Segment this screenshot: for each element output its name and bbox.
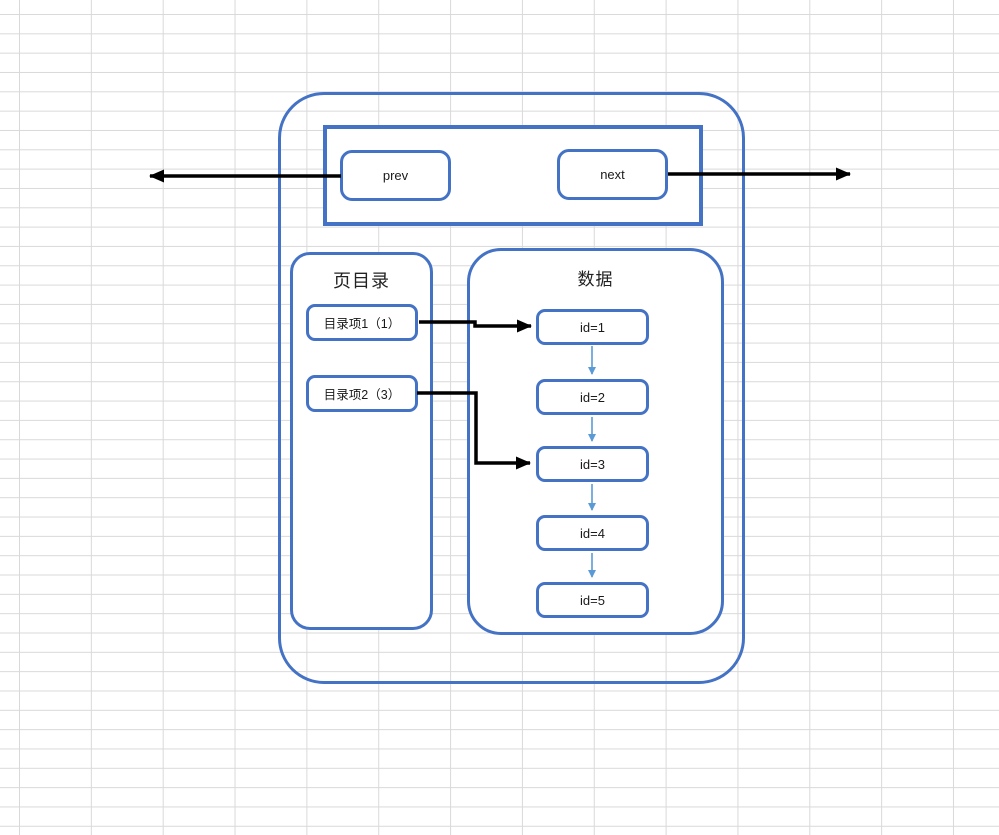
data-area-title: 数据 <box>577 270 614 289</box>
directory-item-2-label: 目录项2（3） <box>323 388 401 402</box>
next-pointer-label: next <box>600 167 625 182</box>
record-label-id4: id=4 <box>580 525 605 541</box>
page-directory-box[interactable]: 页目录 目录项1（1） 目录项2（3） <box>290 252 433 630</box>
record-box-id1[interactable]: id=1 <box>536 309 649 345</box>
page-node[interactable]: prev next 页目录 目录项1（1） 目录项2（3） 数据 id=1 id… <box>278 92 745 684</box>
prev-pointer-label: prev <box>382 168 409 183</box>
record-label-id1: id=1 <box>580 319 605 335</box>
directory-item-1-box[interactable]: 目录项1（1） <box>306 304 418 341</box>
directory-item-2-box[interactable]: 目录项2（3） <box>306 375 418 412</box>
record-label-id3: id=3 <box>580 456 605 472</box>
record-box-id4[interactable]: id=4 <box>536 515 649 551</box>
record-box-id3[interactable]: id=3 <box>536 446 649 482</box>
page-header-rect[interactable]: prev next <box>323 125 703 226</box>
record-label-id5: id=5 <box>580 592 605 608</box>
record-box-id5[interactable]: id=5 <box>536 582 649 618</box>
record-label-id2: id=2 <box>580 389 605 405</box>
data-area-box[interactable]: 数据 id=1 id=2 id=3 id=4 id=5 <box>467 248 724 635</box>
next-pointer-box[interactable]: next <box>557 149 668 200</box>
prev-pointer-box[interactable]: prev <box>340 150 451 201</box>
record-box-id2[interactable]: id=2 <box>536 379 649 415</box>
directory-item-1-label: 目录项1（1） <box>323 317 401 331</box>
page-directory-title: 页目录 <box>333 271 390 291</box>
